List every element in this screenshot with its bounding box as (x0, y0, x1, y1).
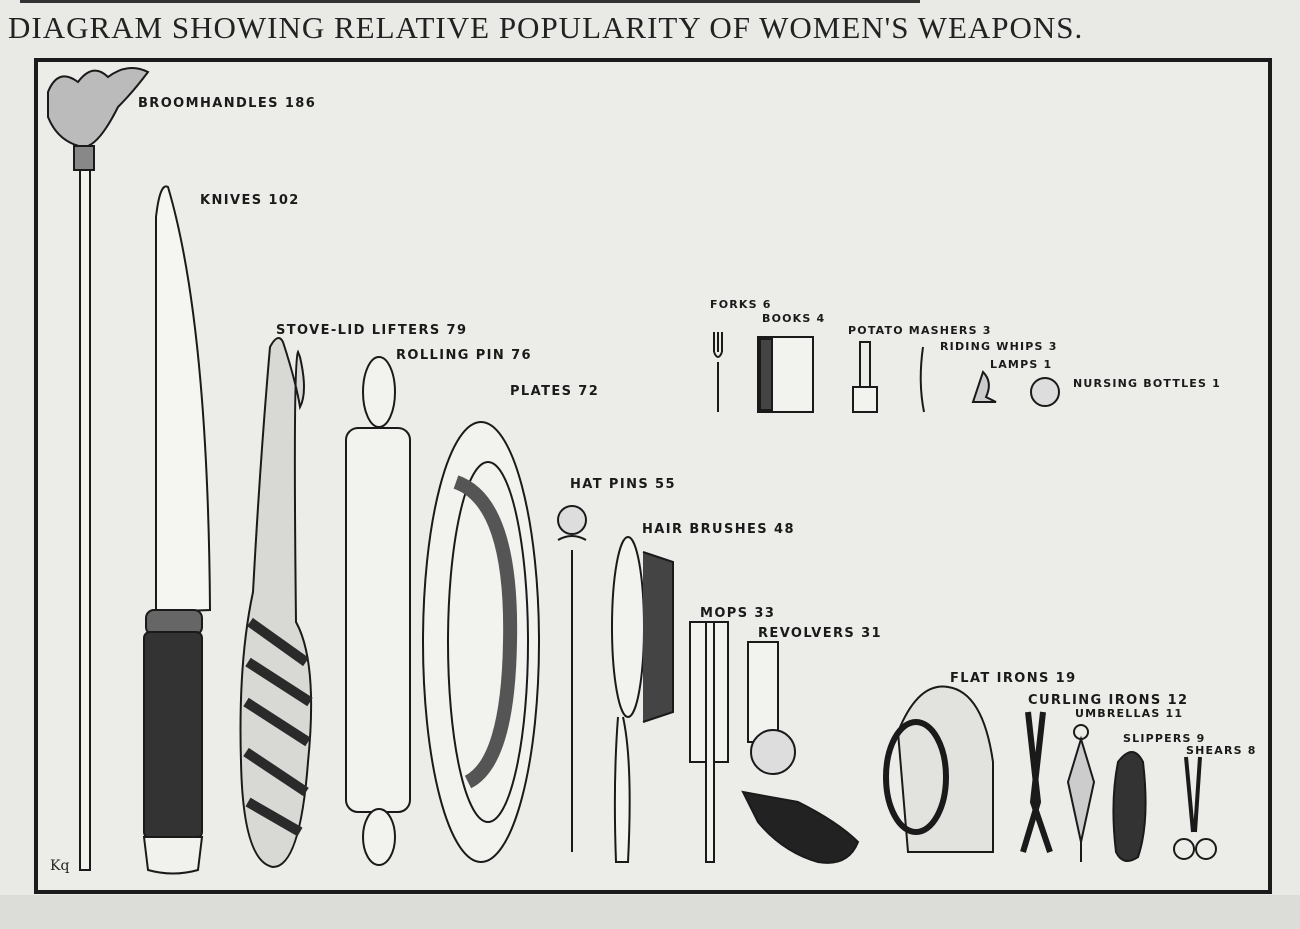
label-slippers: SLIPPERS 9 (1123, 732, 1206, 745)
broomhandle-drawing (47, 67, 150, 871)
label-knives: KNIVES 102 (200, 193, 300, 208)
slipper-drawing (1112, 751, 1147, 862)
riding-whip-drawing (919, 346, 925, 413)
label-mops: MOPS 33 (700, 606, 775, 621)
curling-iron-drawing (1020, 711, 1053, 853)
stove-lid-lifter-drawing (239, 337, 313, 869)
label-riding-whips: RIDING WHIPS 3 (940, 340, 1058, 353)
rolling-pin-drawing (345, 356, 411, 866)
label-revolvers: REVOLVERS 31 (758, 626, 882, 641)
hat-pin-drawing (557, 505, 587, 852)
label-stove-lid-lifters: STOVE-LID LIFTERS 79 (276, 323, 467, 338)
lamp-drawing (971, 370, 997, 403)
mop-drawing (689, 621, 729, 863)
fork-drawing (713, 332, 723, 412)
flat-iron-drawing (883, 685, 994, 853)
label-rolling-pin: ROLLING PIN 76 (396, 348, 532, 363)
label-hat-pins: HAT PINS 55 (570, 477, 676, 492)
shears-drawing (1173, 756, 1217, 860)
nursing-bottle-drawing (1030, 377, 1060, 407)
page-bottom-band (0, 895, 1300, 929)
label-flat-irons: FLAT IRONS 19 (950, 671, 1077, 686)
label-shears: SHEARS 8 (1186, 744, 1257, 757)
label-hair-brushes: HAIR BRUSHES 48 (642, 522, 795, 537)
revolver-drawing (741, 641, 860, 864)
label-plates: PLATES 72 (510, 384, 599, 399)
label-books: BOOKS 4 (762, 312, 825, 325)
label-forks: FORKS 6 (710, 298, 772, 311)
label-nursing-bottles: NURSING BOTTLES 1 (1073, 377, 1221, 390)
label-lamps: LAMPS 1 (990, 358, 1052, 371)
top-rule (20, 0, 920, 3)
label-umbrellas: UMBRELLAS 11 (1075, 707, 1183, 720)
label-curling-irons: CURLING IRONS 12 (1028, 693, 1188, 708)
potato-masher-drawing (852, 341, 878, 413)
chart-title: DIAGRAM SHOWING RELATIVE POPULARITY OF W… (8, 10, 1084, 45)
plate-drawing (422, 421, 540, 863)
umbrella-drawing (1066, 724, 1096, 862)
label-potato-mashers: POTATO MASHERS 3 (848, 324, 992, 337)
hair-brush-drawing (611, 536, 674, 863)
diagram-area: BROOMHANDLES 186 KNIVES 102 STOVE-LID LI… (38, 62, 1260, 882)
weapons-illustration: BROOMHANDLES 186 KNIVES 102 STOVE-LID LI… (47, 67, 1257, 875)
knife-drawing (142, 185, 212, 875)
label-broomhandles: BROOMHANDLES 186 (138, 96, 316, 111)
book-drawing (757, 336, 814, 413)
artist-signature: Kq (50, 858, 69, 874)
